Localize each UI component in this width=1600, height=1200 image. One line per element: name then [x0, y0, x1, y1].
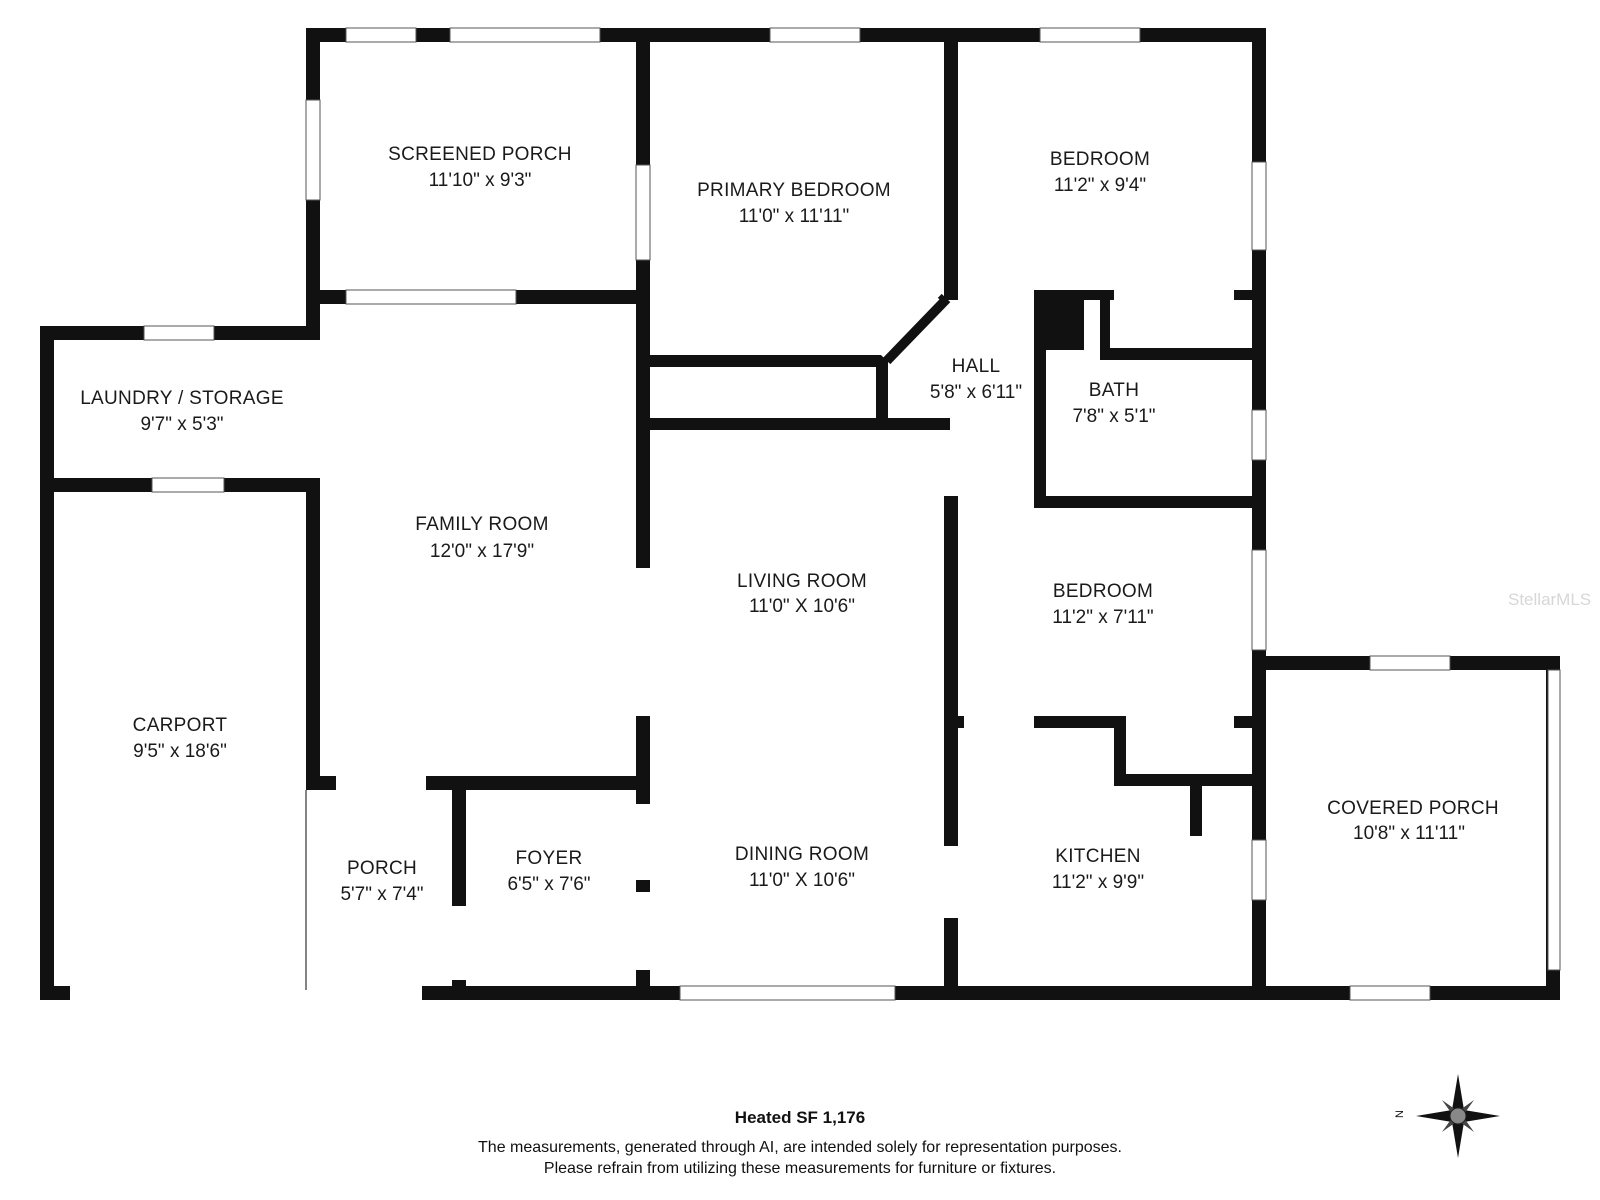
- room-hall-dims: 5'8" x 6'11": [930, 382, 1022, 403]
- room-dining-room-name: DINING ROOM: [735, 844, 869, 865]
- disclaimer-line-1: The measurements, generated through AI, …: [478, 1139, 1122, 1156]
- room-porch-dims: 5'7" x 7'4": [340, 884, 423, 905]
- room-screened-porch-name: SCREENED PORCH: [388, 144, 572, 165]
- room-hall-name: HALL: [952, 356, 1001, 377]
- room-covered-porch-dims: 10'8" x 11'11": [1353, 823, 1465, 844]
- room-screened-porch-dims: 11'10" x 9'3": [429, 170, 532, 191]
- room-laundry-dims: 9'7" x 5'3": [140, 414, 223, 435]
- room-living-room-dims: 11'0" X 10'6": [749, 596, 855, 617]
- compass-icon: N: [1394, 1074, 1500, 1158]
- room-primary-bedroom-name: PRIMARY BEDROOM: [697, 180, 891, 201]
- room-foyer-dims: 6'5" x 7'6": [507, 874, 590, 895]
- room-bedroom-2-name: BEDROOM: [1053, 581, 1153, 602]
- room-porch-name: PORCH: [347, 858, 417, 879]
- room-bedroom-2-dims: 11'2" x 7'11": [1052, 607, 1153, 628]
- room-bath-name: BATH: [1089, 380, 1139, 401]
- room-kitchen-dims: 11'2" x 9'9": [1052, 872, 1144, 893]
- watermark: StellarMLS: [1508, 590, 1592, 609]
- room-laundry-name: LAUNDRY / STORAGE: [80, 388, 284, 409]
- room-family-room-name: FAMILY ROOM: [415, 514, 549, 535]
- room-covered-porch-name: COVERED PORCH: [1327, 798, 1499, 819]
- room-kitchen-name: KITCHEN: [1055, 846, 1141, 867]
- compass-north-label: N: [1394, 1110, 1406, 1118]
- room-bath-dims: 7'8" x 5'1": [1072, 406, 1155, 427]
- windows: [143, 27, 1561, 1001]
- room-dining-room-dims: 11'0" X 10'6": [749, 870, 855, 891]
- room-bedroom-1-name: BEDROOM: [1050, 149, 1150, 170]
- room-bedroom-1-dims: 11'2" x 9'4": [1054, 175, 1146, 196]
- room-living-room-name: LIVING ROOM: [737, 571, 867, 592]
- room-primary-bedroom-dims: 11'0" x 11'11": [739, 206, 850, 227]
- room-carport-dims: 9'5" x 18'6": [133, 741, 227, 762]
- heated-sf: Heated SF 1,176: [734, 1108, 866, 1127]
- room-labels: SCREENED PORCH 11'10" x 9'3" PRIMARY BED…: [80, 144, 1499, 905]
- room-foyer-name: FOYER: [516, 848, 583, 869]
- disclaimer-line-2: Please refrain from utilizing these meas…: [543, 1160, 1057, 1177]
- hall-diagonal-wall: [880, 293, 951, 365]
- room-family-room-dims: 12'0" x 17'9": [430, 541, 534, 562]
- room-carport-name: CARPORT: [133, 715, 228, 736]
